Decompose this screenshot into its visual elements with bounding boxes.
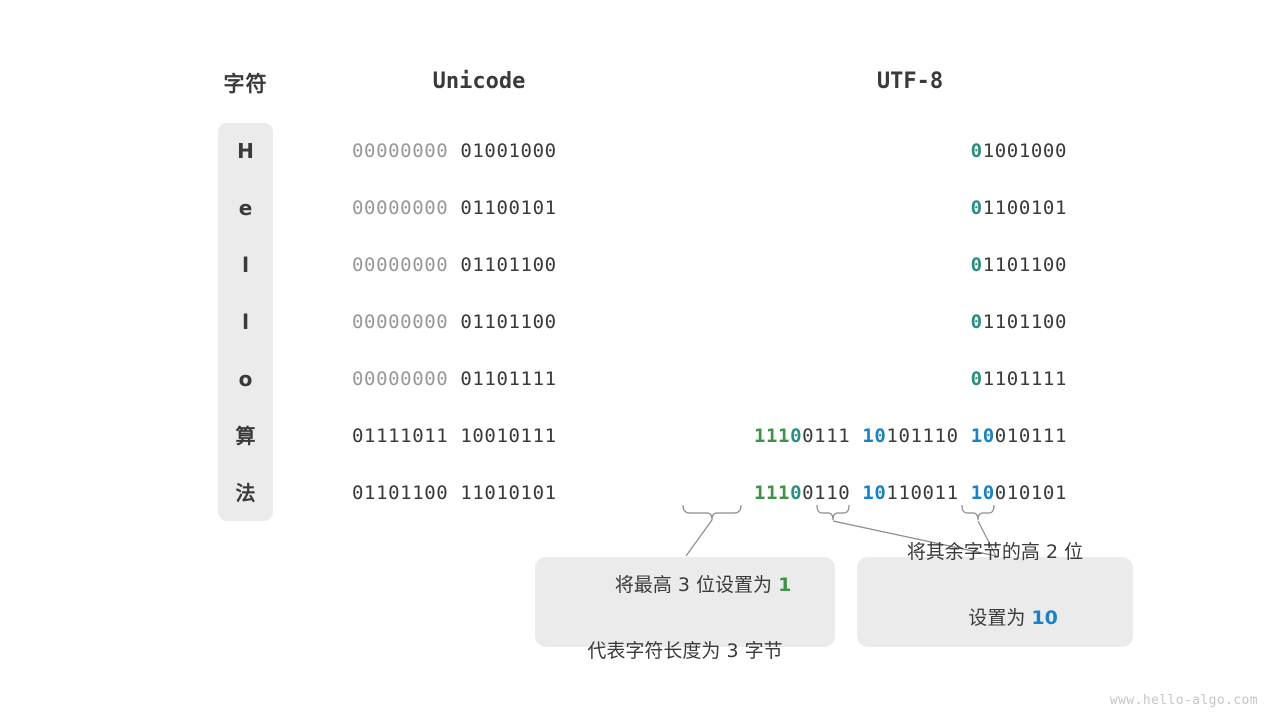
callout-leading-bits-line1: 将最高 3 位设置为 1 xyxy=(579,536,792,635)
utf8-bits: 01101111 xyxy=(971,351,1067,408)
unicode-low-byte: 01101100 xyxy=(460,311,557,333)
byte-separator xyxy=(850,482,862,504)
unicode-low-byte: 01101111 xyxy=(460,368,557,390)
column-header-utf8: UTF-8 xyxy=(876,69,944,94)
utf8-marker-bits: 0 xyxy=(970,254,983,276)
character-cell: H xyxy=(237,139,254,163)
utf8-payload-bits: 101110 xyxy=(886,425,959,447)
utf8-bits: 01101100 xyxy=(971,237,1067,294)
utf8-marker-bits: 0 xyxy=(970,311,983,333)
unicode-high-byte: 00000000 xyxy=(352,254,461,276)
unicode-low-byte: 10010111 xyxy=(460,425,557,447)
unicode-high-byte: 00000000 xyxy=(352,140,461,162)
character-cell: 法 xyxy=(235,481,256,505)
utf8-payload-bits: 010111 xyxy=(994,425,1067,447)
utf8-bits: 01100101 xyxy=(971,180,1067,237)
utf8-marker-bits: 10 xyxy=(970,425,995,447)
utf8-bits: 01101100 xyxy=(971,294,1067,351)
utf8-payload-bits: 1100101 xyxy=(982,197,1067,219)
utf8-marker-bits: 0 xyxy=(970,140,983,162)
unicode-low-byte: 01001000 xyxy=(460,140,557,162)
utf8-payload-bits: 0111 xyxy=(802,425,851,447)
utf8-bits: 01001000 xyxy=(971,123,1067,180)
utf8-payload-bits: 0110 xyxy=(802,482,851,504)
callout-continuation-bits: 将其余字节的高 2 位 设置为 10 xyxy=(857,541,1133,647)
unicode-bits: 01111011 10010111 xyxy=(352,408,608,465)
character-cell: o xyxy=(238,367,253,391)
byte-separator xyxy=(850,425,862,447)
unicode-low-byte: 01100101 xyxy=(460,197,557,219)
unicode-bits: 00000000 01101100 xyxy=(352,237,608,294)
site-watermark: www.hello-algo.com xyxy=(1109,693,1258,708)
callout-leading-bits-line2: 代表字符长度为 3 字节 xyxy=(587,640,783,662)
unicode-low-byte: 01101100 xyxy=(460,254,557,276)
character-cell: e xyxy=(238,196,253,220)
utf8-bits: 11100111 10101110 10010111 xyxy=(754,408,1067,465)
unicode-bits: 00000000 01101111 xyxy=(352,351,608,408)
unicode-high-byte: 01101100 xyxy=(352,482,461,504)
callout-continuation-bits-line1: 将其余字节的高 2 位 xyxy=(906,541,1084,563)
byte-separator xyxy=(959,482,971,504)
unicode-low-byte: 11010101 xyxy=(460,482,557,504)
utf8-marker-bits: 111 xyxy=(753,482,791,504)
utf8-marker-bits: 10 xyxy=(862,482,887,504)
callout-2-line2-text: 设置为 xyxy=(968,607,1032,629)
utf8-payload-bits: 010101 xyxy=(994,482,1067,504)
utf8-bits: 11100110 10110011 10010101 xyxy=(754,465,1067,522)
utf8-marker-terminator-bit: 0 xyxy=(790,482,803,504)
callout-leading-bits: 将最高 3 位设置为 1 代表字符长度为 3 字节 xyxy=(535,557,835,662)
character-cell: 算 xyxy=(235,424,256,448)
callout-continuation-bits-line2: 设置为 10 xyxy=(932,569,1058,668)
unicode-bits: 01101100 11010101 xyxy=(352,465,608,522)
unicode-high-byte: 00000000 xyxy=(352,368,461,390)
utf8-payload-bits: 1001000 xyxy=(982,140,1067,162)
utf8-payload-bits: 1101111 xyxy=(982,368,1067,390)
byte-separator xyxy=(959,425,971,447)
unicode-high-byte: 00000000 xyxy=(352,197,461,219)
character-cell: l xyxy=(242,310,249,334)
unicode-high-byte: 00000000 xyxy=(352,311,461,333)
unicode-bits: 00000000 01001000 xyxy=(352,123,608,180)
utf8-marker-bits: 10 xyxy=(862,425,887,447)
column-header-character: 字符 xyxy=(223,72,268,96)
callout-2-accent: 10 xyxy=(1031,607,1058,629)
unicode-bits: 00000000 01100101 xyxy=(352,180,608,237)
utf8-payload-bits: 1101100 xyxy=(982,254,1067,276)
callout-1-line1-text: 将最高 3 位设置为 xyxy=(614,574,779,596)
unicode-bits: 00000000 01101100 xyxy=(352,294,608,351)
character-cell: l xyxy=(242,253,249,277)
utf8-marker-bits: 10 xyxy=(970,482,995,504)
column-header-unicode: Unicode xyxy=(432,69,526,94)
utf8-marker-bits: 0 xyxy=(970,368,983,390)
utf8-marker-bits: 0 xyxy=(970,197,983,219)
callout-1-accent: 1 xyxy=(778,574,792,596)
utf8-payload-bits: 110011 xyxy=(886,482,959,504)
utf8-marker-bits: 111 xyxy=(753,425,791,447)
utf8-marker-terminator-bit: 0 xyxy=(790,425,803,447)
utf8-payload-bits: 1101100 xyxy=(982,311,1067,333)
unicode-high-byte: 01111011 xyxy=(352,425,461,447)
